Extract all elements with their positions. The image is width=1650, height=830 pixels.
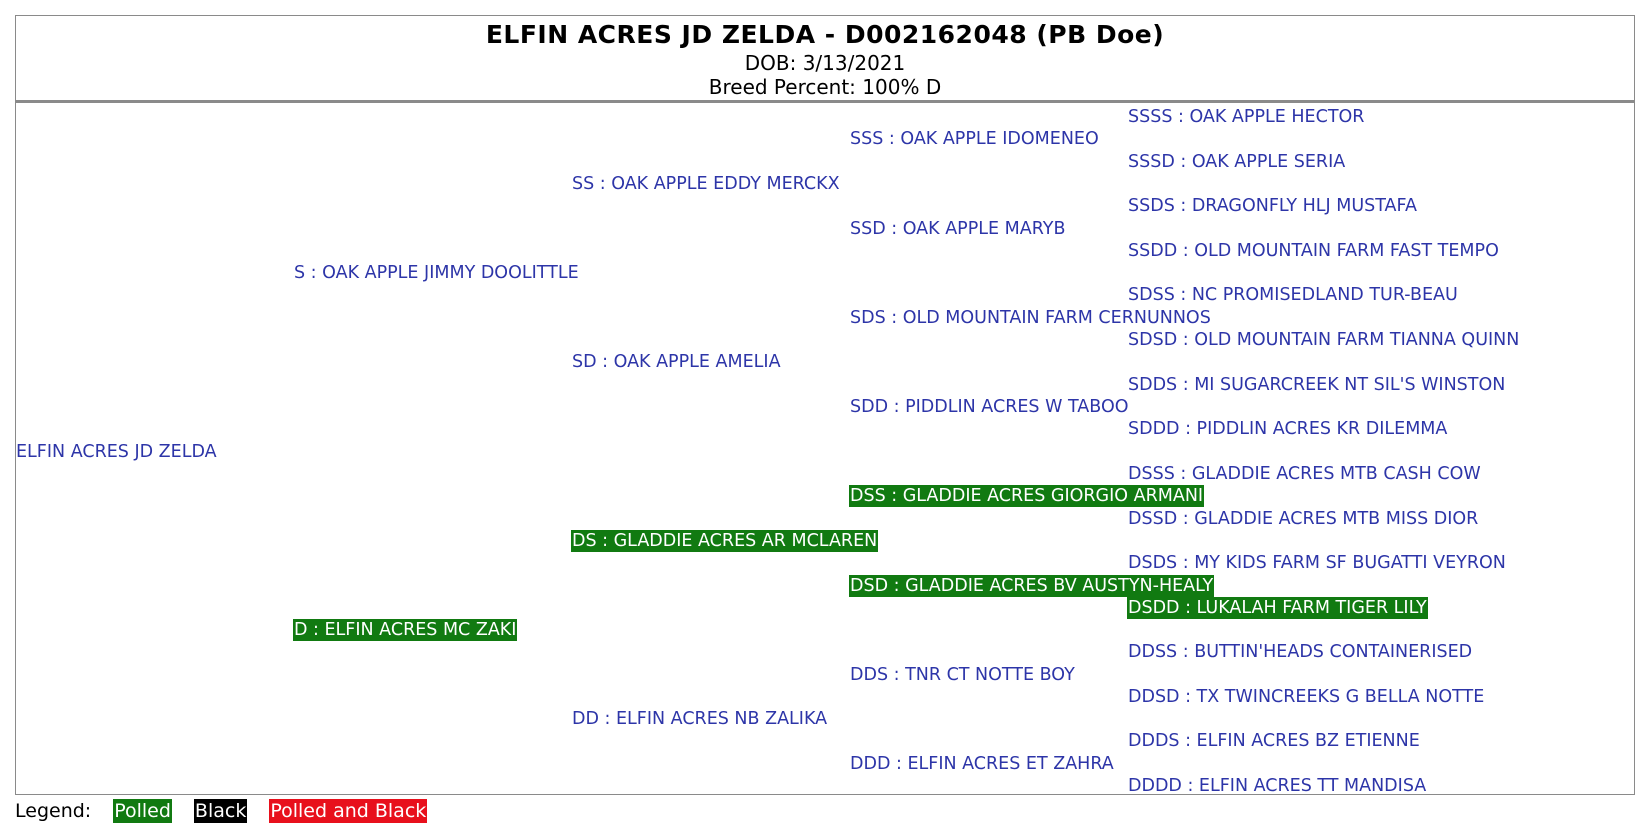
dsss-link[interactable]: DSSS : GLADDIE ACRES MTB CASH COW xyxy=(1128,464,1481,484)
ssds-link[interactable]: SSDS : DRAGONFLY HLJ MUSTAFA xyxy=(1128,196,1417,216)
legend-polled-swatch: Polled xyxy=(113,799,172,823)
ddds-link[interactable]: DDDS : ELFIN ACRES BZ ETIENNE xyxy=(1128,731,1420,751)
dsd-link[interactable]: DSD : GLADDIE ACRES BV AUSTYN-HEALY xyxy=(849,575,1215,597)
sssd-link[interactable]: SSSD : OAK APPLE SERIA xyxy=(1128,152,1346,172)
ssd-link[interactable]: SSD : OAK APPLE MARYB xyxy=(850,219,1066,239)
dds-link[interactable]: DDS : TNR CT NOTTE BOY xyxy=(850,665,1075,685)
sdds-link[interactable]: SDDS : MI SUGARCREEK NT SIL'S WINSTON xyxy=(1128,375,1506,395)
legend-label: Legend: xyxy=(15,800,92,822)
sdd-link[interactable]: SDD : PIDDLIN ACRES W TABOO xyxy=(850,397,1129,417)
sss-link[interactable]: SSS : OAK APPLE IDOMENEO xyxy=(850,129,1099,149)
sds-link[interactable]: SDS : OLD MOUNTAIN FARM CERNUNNOS xyxy=(850,308,1211,328)
legend-black-swatch: Black xyxy=(193,799,248,823)
sire-link[interactable]: S : OAK APPLE JIMMY DOOLITTLE xyxy=(294,263,579,283)
dsdd-link[interactable]: DSDD : LUKALAH FARM TIGER LILY xyxy=(1127,597,1428,619)
dam-sire-link[interactable]: DS : GLADDIE ACRES AR MCLAREN xyxy=(571,530,879,552)
sire-dam-link[interactable]: SD : OAK APPLE AMELIA xyxy=(572,352,781,372)
ddsd-link[interactable]: DDSD : TX TWINCREEKS G BELLA NOTTE xyxy=(1128,687,1485,707)
legend: Legend: Polled Black Polled and Black xyxy=(15,799,428,823)
pedigree-header: ELFIN ACRES JD ZELDA - D002162048 (PB Do… xyxy=(15,15,1635,103)
pedigree-subject[interactable]: ELFIN ACRES JD ZELDA xyxy=(16,442,217,462)
dssd-link[interactable]: DSSD : GLADDIE ACRES MTB MISS DIOR xyxy=(1128,509,1479,529)
dam-link[interactable]: D : ELFIN ACRES MC ZAKI xyxy=(293,619,518,641)
sdsd-link[interactable]: SDSD : OLD MOUNTAIN FARM TIANNA QUINN xyxy=(1128,330,1520,350)
sddd-link[interactable]: SDDD : PIDDLIN ACRES KR DILEMMA xyxy=(1128,419,1448,439)
ddd-link[interactable]: DDD : ELFIN ACRES ET ZAHRA xyxy=(850,754,1114,774)
sdss-link[interactable]: SDSS : NC PROMISEDLAND TUR-BEAU xyxy=(1128,285,1458,305)
sire-sire-link[interactable]: SS : OAK APPLE EDDY MERCKX xyxy=(572,174,840,194)
dss-link[interactable]: DSS : GLADDIE ACRES GIORGIO ARMANI xyxy=(849,485,1205,507)
ssdd-link[interactable]: SSDD : OLD MOUNTAIN FARM FAST TEMPO xyxy=(1128,241,1499,261)
dddd-link[interactable]: DDDD : ELFIN ACRES TT MANDISA xyxy=(1128,776,1427,796)
ddss-link[interactable]: DDSS : BUTTIN'HEADS CONTAINERISED xyxy=(1128,642,1473,662)
dam-dam-link[interactable]: DD : ELFIN ACRES NB ZALIKA xyxy=(572,709,828,729)
dsds-link[interactable]: DSDS : MY KIDS FARM SF BUGATTI VEYRON xyxy=(1128,553,1506,573)
pedigree-frame xyxy=(15,15,1635,795)
legend-polled-and-black-swatch: Polled and Black xyxy=(269,799,428,823)
animal-title: ELFIN ACRES JD ZELDA - D002162048 (PB Do… xyxy=(485,20,1165,49)
date-of-birth: DOB: 3/13/2021 xyxy=(744,51,906,75)
breed-percent: Breed Percent: 100% D xyxy=(708,75,942,99)
ssss-link[interactable]: SSSS : OAK APPLE HECTOR xyxy=(1128,107,1365,127)
